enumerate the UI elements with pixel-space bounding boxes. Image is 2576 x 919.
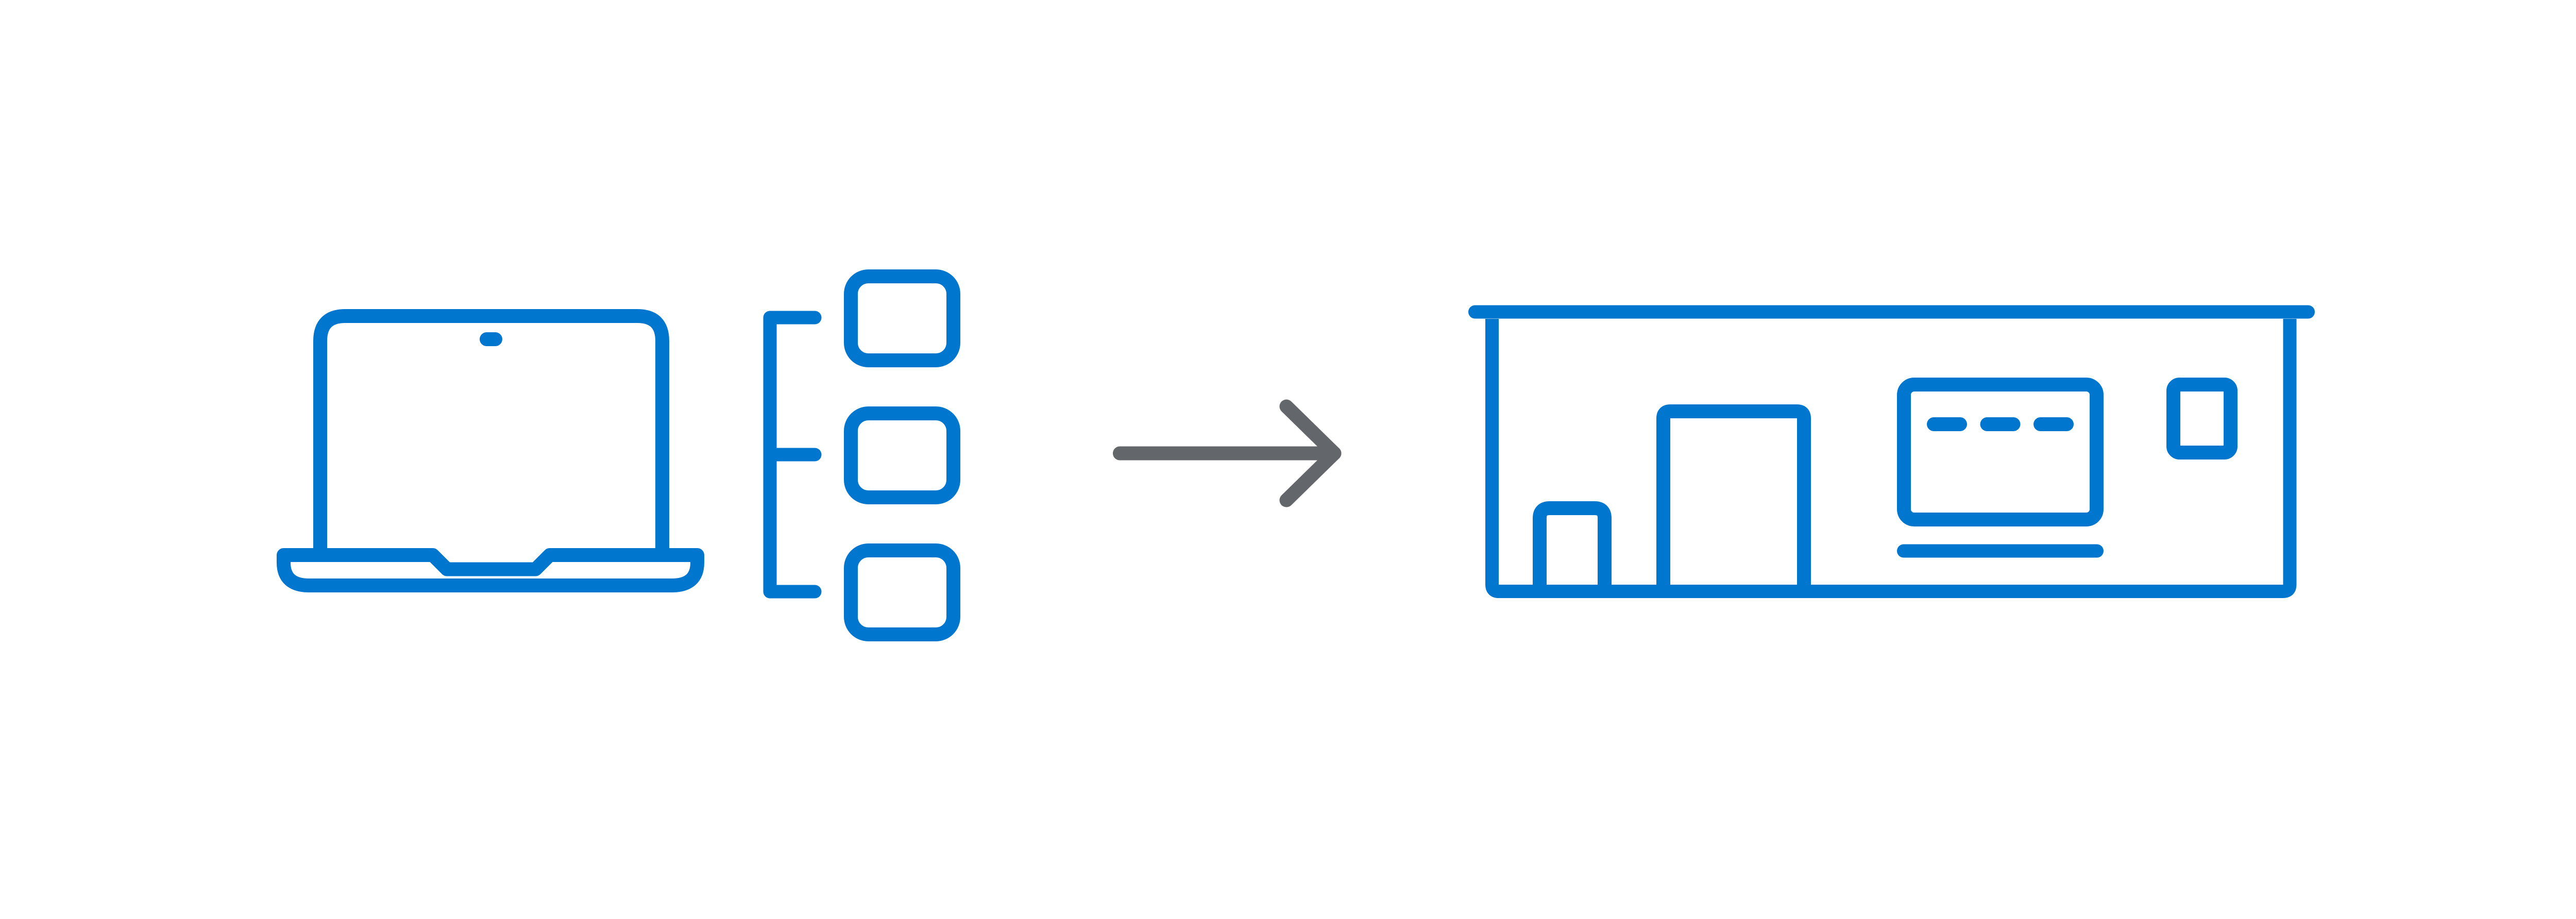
hierarchy-node-box xyxy=(844,406,960,504)
hierarchy-tree-icon xyxy=(763,269,960,641)
laptop-base xyxy=(277,548,704,592)
sign-dash xyxy=(1927,417,1967,431)
building-walls-and-floor xyxy=(1485,319,2297,598)
hierarchy-node-box xyxy=(844,543,960,641)
laptop-icon xyxy=(277,309,704,592)
building-sign-board xyxy=(1897,378,2104,526)
laptop-screen xyxy=(313,309,669,548)
sign-dash xyxy=(1980,417,2021,431)
hierarchy-node-boxes xyxy=(844,269,960,641)
building-door xyxy=(1656,404,1811,587)
laptop-camera-dot-icon xyxy=(480,332,502,346)
sign-dash xyxy=(2033,417,2074,431)
building-right-window xyxy=(2166,378,2238,460)
building-facade-icon xyxy=(1468,305,2315,598)
building-sign-dashes xyxy=(1927,417,2074,431)
hierarchy-bracket xyxy=(763,311,822,599)
hierarchy-node-box xyxy=(844,269,960,367)
building-small-window xyxy=(1533,501,1612,587)
arrow-head xyxy=(1279,399,1342,507)
arrow-right-icon xyxy=(1113,399,1342,507)
